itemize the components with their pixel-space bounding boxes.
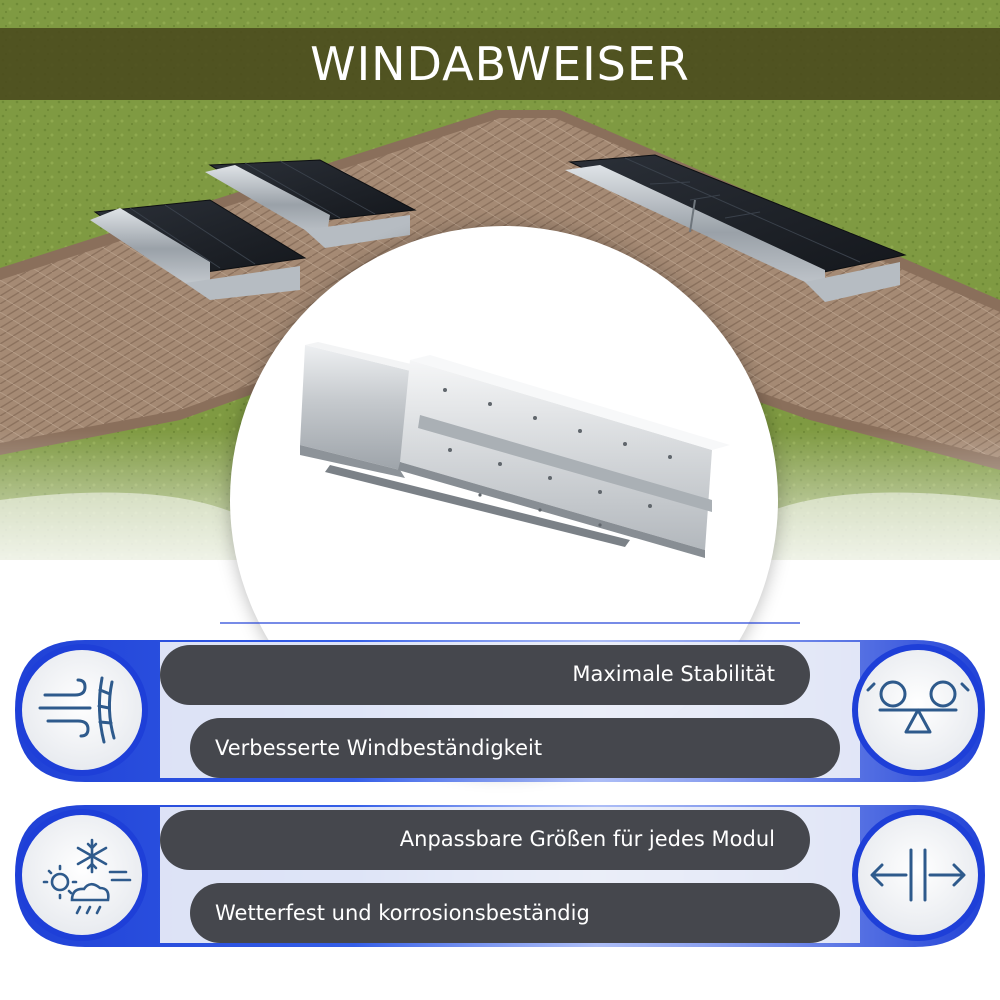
page-title: WINDABWEISER [310,37,690,91]
feature-text-wind-resistance: Verbesserte Windbeständigkeit [215,736,543,760]
title-banner: WINDABWEISER [0,28,1000,100]
weather-snowflake-icon [42,838,132,915]
resize-arrows-icon [870,848,966,902]
solar-panels-left [90,159,417,300]
wind-deflector-icon [38,676,116,744]
feature-text-max-stability: Maximale Stabilität [572,662,775,686]
feature-group-1 [15,640,985,782]
feature-panels [15,622,985,947]
feature-text-adjustable-sizes: Anpassbare Größen für jedes Modul [399,827,775,851]
solar-panels-right [565,154,907,302]
feature-group-2 [15,805,985,947]
balance-scale-icon [866,680,970,734]
feature-text-weatherproof: Wetterfest und korrosionsbeständig [215,901,590,925]
